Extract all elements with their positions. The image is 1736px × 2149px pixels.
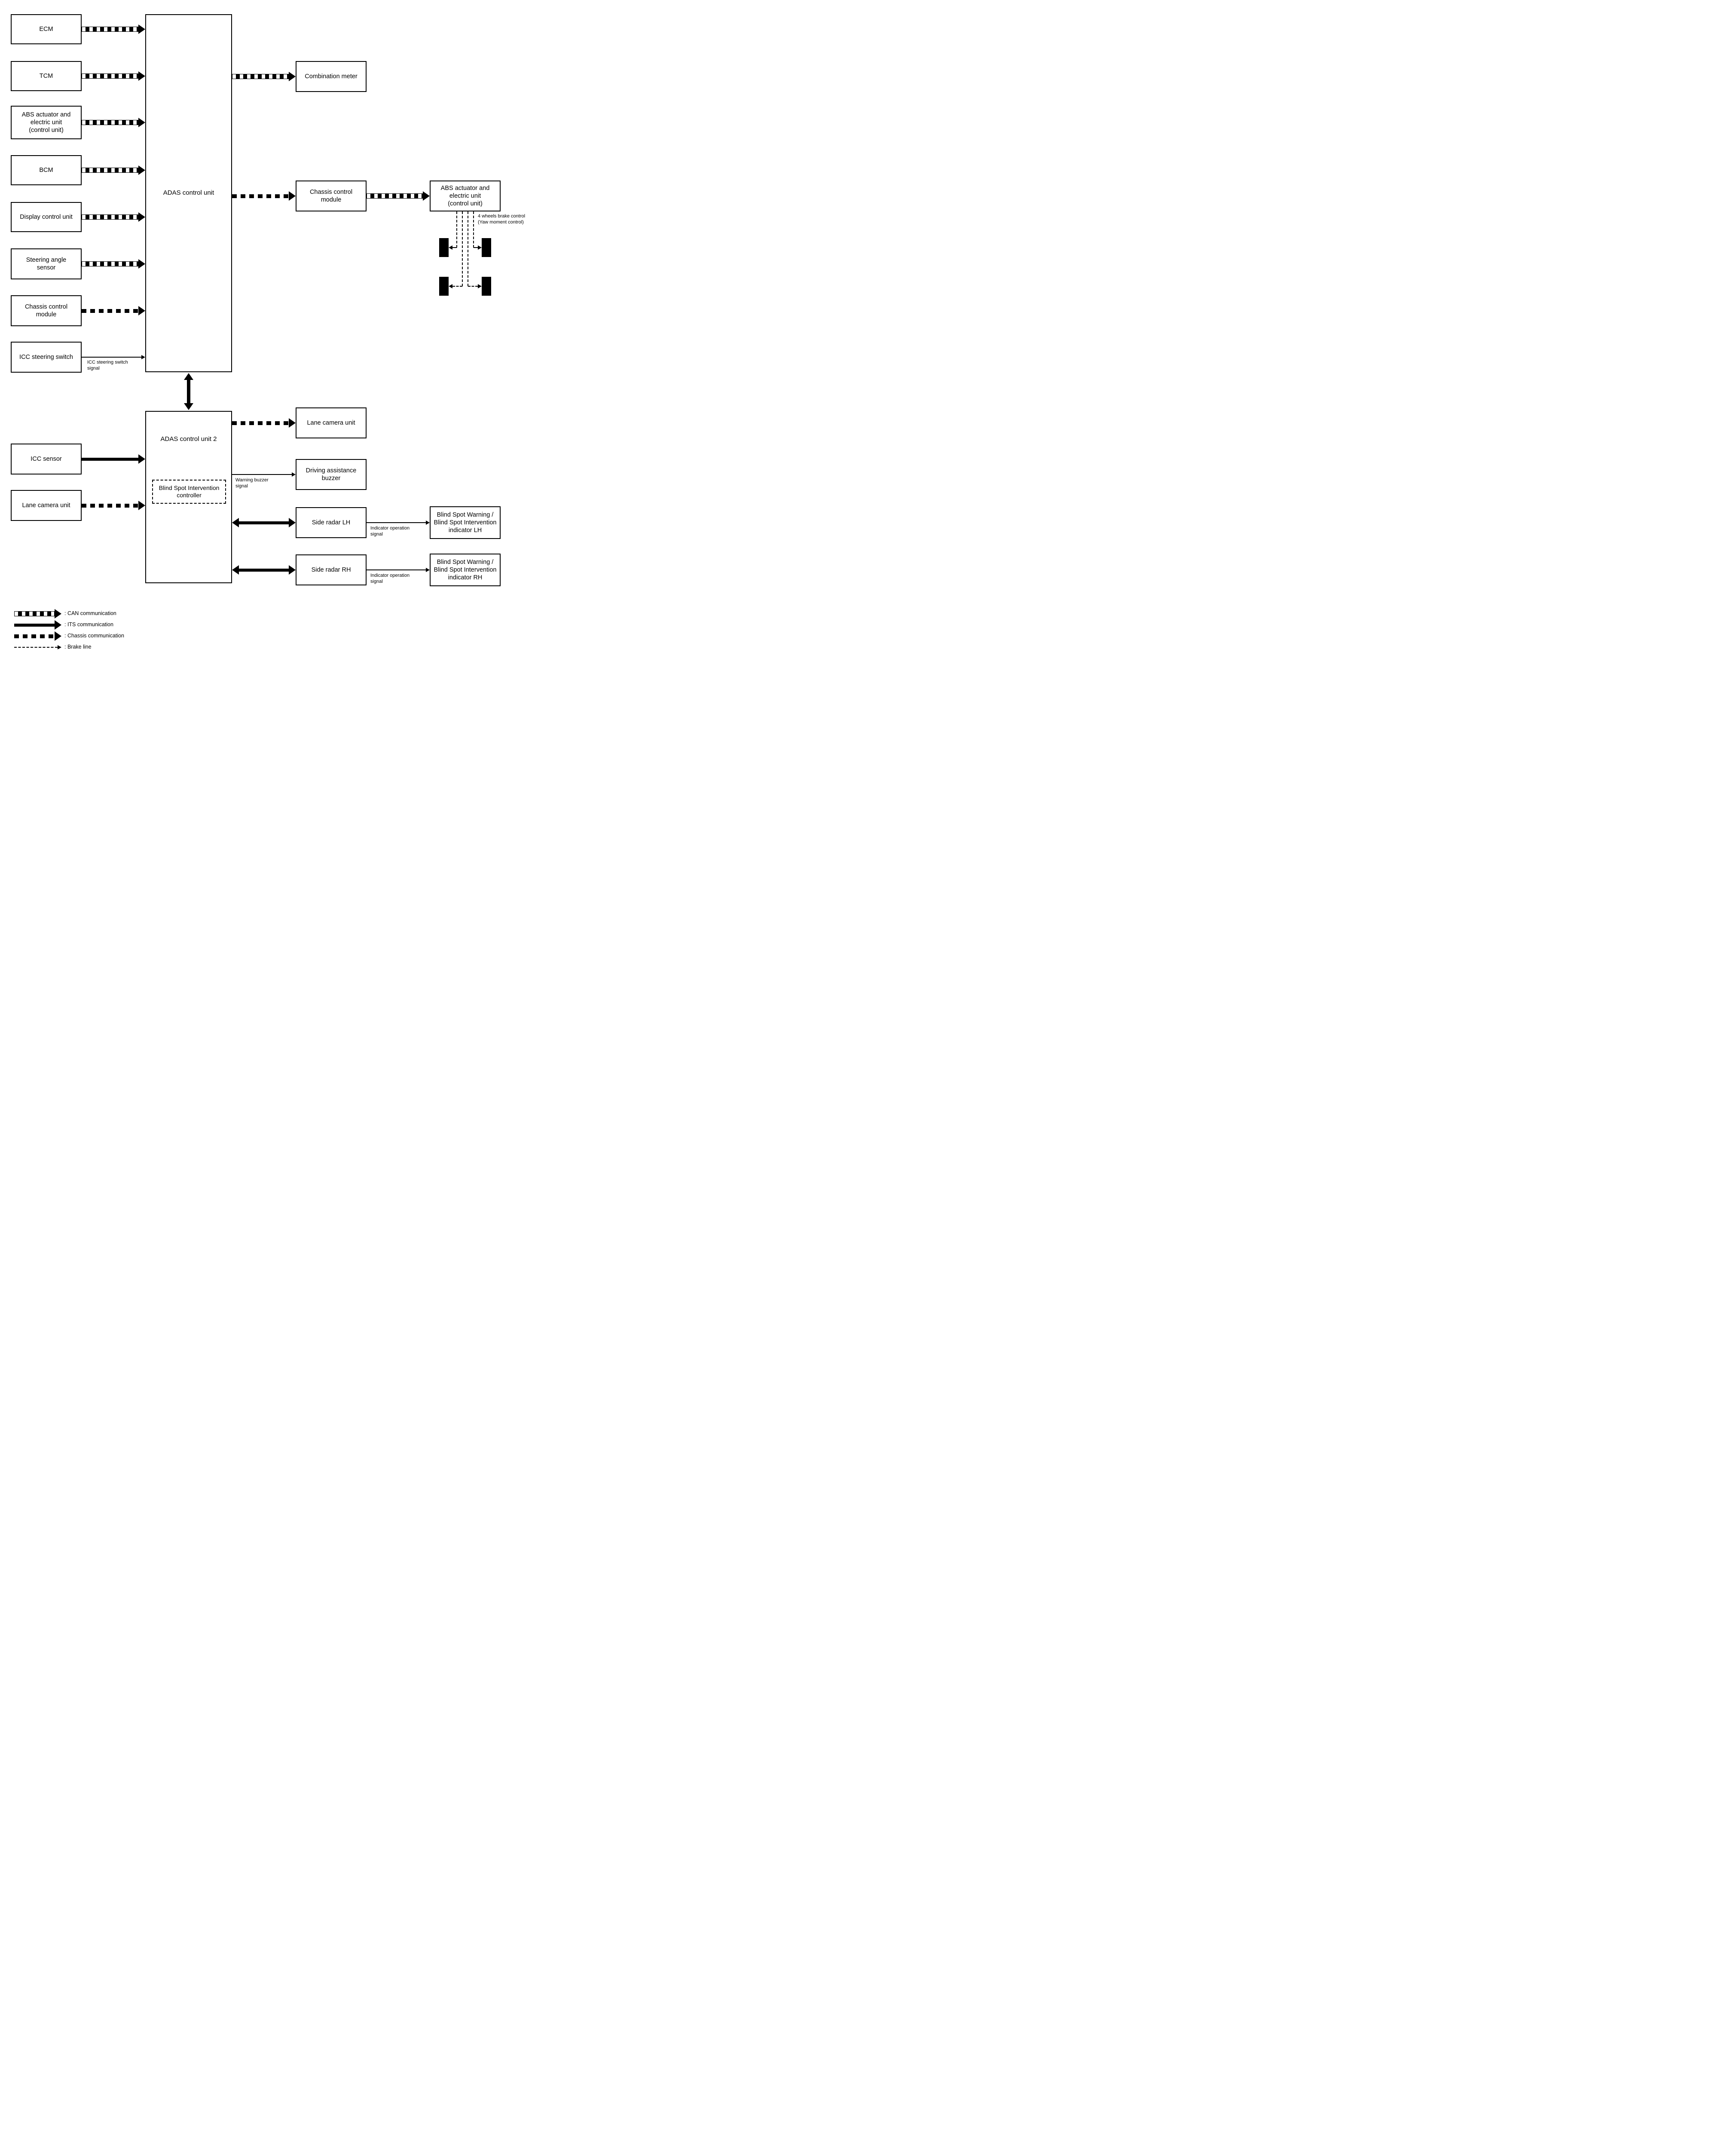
chassis-arrow-adas2-to-lane-camera: [232, 418, 296, 428]
box-side-radar-lh: Side radar LH: [296, 507, 367, 538]
box-abs-actuator-right: ABS actuator and electric unit (control …: [430, 181, 501, 211]
can-arrow-bcm-to-adas: [82, 165, 145, 175]
box-driving-assistance-buzzer: Driving assistance buzzer: [296, 459, 367, 490]
note-icc-steering-switch-signal: ICC steering switch signal: [87, 360, 128, 371]
note-indicator-operation-signal-lh: Indicator operation signal: [370, 526, 410, 537]
wheel-rear-left: [439, 277, 449, 296]
legend-can-arrow: [14, 609, 61, 618]
signal-arrow-adas2-to-buzzer: [232, 472, 296, 477]
adas-control-unit-2-label: ADAS control unit 2: [160, 435, 217, 443]
its-arrow-adas2-side-radar-rh: [232, 565, 296, 575]
box-bsw-indicator-rh: Blind Spot Warning / Blind Spot Interven…: [430, 554, 501, 586]
its-arrow-adas-to-adas2-vertical: [184, 373, 193, 410]
brake-arrow-front-left: [449, 245, 457, 250]
box-lane-camera-unit-right: Lane camera unit: [296, 407, 367, 438]
can-arrow-abs-to-adas: [82, 118, 145, 127]
legend-can-label: : CAN communication: [64, 610, 116, 616]
box-steering-angle-sensor: Steering angle sensor: [11, 248, 82, 279]
adas-system-block-diagram: ECM TCM ABS actuator and electric unit (…: [0, 0, 533, 664]
note-four-wheels-brake-control: 4 wheels brake control (Yaw moment contr…: [478, 214, 526, 225]
chassis-arrow-lane-camera-to-adas2: [82, 501, 145, 510]
brake-arrow-rear-left: [449, 284, 462, 289]
box-adas-control-unit-2: ADAS control unit 2 Blind Spot Intervent…: [145, 411, 232, 583]
note-indicator-operation-signal-rh: Indicator operation signal: [370, 573, 410, 585]
wheel-front-right: [482, 238, 491, 257]
legend-its-arrow: [14, 620, 61, 630]
box-ecm: ECM: [11, 14, 82, 44]
chassis-arrow-ccm-to-adas: [82, 306, 145, 315]
can-arrow-display-to-adas: [82, 212, 145, 222]
box-bcm: BCM: [11, 155, 82, 185]
wheel-front-left: [439, 238, 449, 257]
box-adas-control-unit: ADAS control unit: [145, 14, 232, 372]
legend-chassis-label: : Chassis communication: [64, 633, 124, 639]
box-chassis-control-module-left: Chassis control module: [11, 295, 82, 326]
legend-brake-arrow: [14, 645, 61, 650]
can-arrow-adas-to-combination-meter: [232, 72, 296, 81]
its-arrow-icc-sensor-to-adas2: [82, 454, 145, 464]
brake-arrow-rear-right: [468, 284, 482, 289]
can-arrow-ccm-to-abs-right: [367, 191, 430, 201]
brake-line-4: [473, 211, 474, 248]
box-icc-steering-switch: ICC steering switch: [11, 342, 82, 373]
can-arrow-ecm-to-adas: [82, 24, 145, 34]
box-icc-sensor: ICC sensor: [11, 444, 82, 474]
box-abs-actuator-left: ABS actuator and electric unit (control …: [11, 106, 82, 139]
wheel-rear-right: [482, 277, 491, 296]
brake-arrow-front-right: [474, 245, 482, 250]
its-arrow-adas2-side-radar-lh: [232, 518, 296, 527]
box-blind-spot-intervention-controller: Blind Spot Intervention controller: [152, 480, 226, 504]
brake-line-2: [462, 211, 463, 286]
note-warning-buzzer-signal: Warning buzzer signal: [235, 478, 269, 489]
brake-line-1: [456, 211, 457, 248]
can-arrow-steering-to-adas: [82, 259, 145, 269]
box-bsw-indicator-lh: Blind Spot Warning / Blind Spot Interven…: [430, 506, 501, 539]
can-arrow-tcm-to-adas: [82, 71, 145, 81]
box-tcm: TCM: [11, 61, 82, 91]
legend-chassis-arrow: [14, 631, 61, 641]
signal-arrow-icc-switch-to-adas: [82, 355, 145, 360]
box-combination-meter: Combination meter: [296, 61, 367, 92]
box-display-control-unit: Display control unit: [11, 202, 82, 232]
signal-arrow-radar-lh-to-indicator: [367, 520, 430, 525]
signal-arrow-radar-rh-to-indicator: [367, 567, 430, 572]
legend-its-label: : ITS communication: [64, 621, 113, 628]
legend-brake-label: : Brake line: [64, 644, 92, 650]
box-side-radar-rh: Side radar RH: [296, 554, 367, 585]
box-lane-camera-unit-left: Lane camera unit: [11, 490, 82, 521]
chassis-arrow-adas-to-ccm-right: [232, 191, 296, 201]
box-chassis-control-module-right: Chassis control module: [296, 181, 367, 211]
